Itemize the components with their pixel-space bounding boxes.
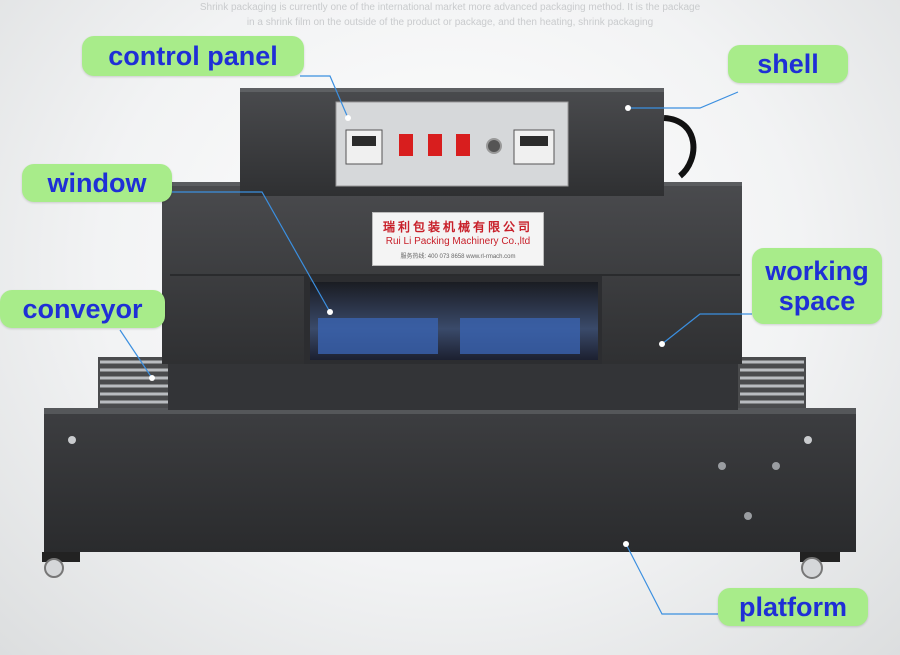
conveyor-right xyxy=(738,357,806,409)
company-signboard: 瑞利包装机械有限公司 Rui Li Packing Machinery Co.,… xyxy=(372,212,544,266)
label-conveyor: conveyor xyxy=(0,290,165,328)
label-shell: shell xyxy=(728,45,848,83)
leader-lines xyxy=(119,75,752,615)
conveyor-left xyxy=(98,357,178,409)
company-hotline: 服务热线: 400 073 8658 www.rl-rmach.com xyxy=(400,254,516,260)
company-name-chinese: 瑞利包装机械有限公司 xyxy=(382,220,533,234)
viewing-window xyxy=(304,276,602,364)
platform-base xyxy=(42,408,856,579)
label-window: window xyxy=(22,164,172,202)
company-name-english: Rui Li Packing Machinery Co.,ltd xyxy=(385,236,531,247)
header-caption-line2: in a shrink film on the outside of the p… xyxy=(246,17,654,28)
header-caption-line1: Shrink packaging is currently one of the… xyxy=(199,2,701,13)
label-platform: platform xyxy=(718,588,868,626)
label-control-panel: control panel xyxy=(82,36,304,76)
control-box xyxy=(240,88,697,196)
label-working-space: working space xyxy=(752,248,882,324)
